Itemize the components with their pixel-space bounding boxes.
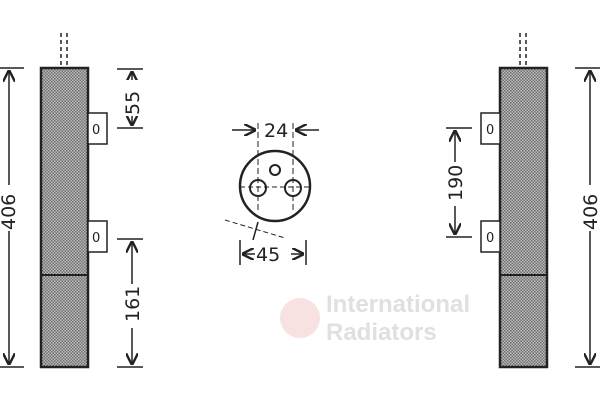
height-dimension: 406 — [0, 194, 20, 230]
mounting-tab — [87, 220, 108, 253]
watermark-line2: Radiators — [326, 319, 437, 346]
watermark-line1: International — [326, 291, 470, 318]
left-side-view: 0 0 406 55 161 — [0, 33, 144, 369]
bottom-offset-dimension: 161 — [122, 286, 144, 322]
bracket-spacing-dimension: 190 — [445, 165, 467, 201]
diameter-dimension: 45 — [256, 244, 280, 266]
mounting-tab — [480, 112, 501, 145]
sensor-hole — [269, 164, 281, 176]
port-spacing-dimension: 24 — [264, 120, 288, 142]
drier-body — [498, 66, 549, 369]
drier-body — [39, 66, 90, 369]
top-offset-dimension: 55 — [122, 91, 144, 115]
tab-label: 0 — [92, 123, 100, 138]
top-view: 24 45 — [224, 120, 319, 266]
mounting-tab — [87, 112, 108, 145]
mounting-tab — [480, 220, 501, 253]
watermark-logo — [280, 298, 320, 338]
right-side-view: 0 0 190 406 — [445, 33, 600, 369]
height-dimension: 406 — [580, 194, 600, 230]
watermark: International Radiators — [280, 291, 470, 346]
tab-label: 0 — [92, 231, 100, 246]
tab-label: 0 — [486, 123, 494, 138]
tab-label: 0 — [486, 231, 494, 246]
